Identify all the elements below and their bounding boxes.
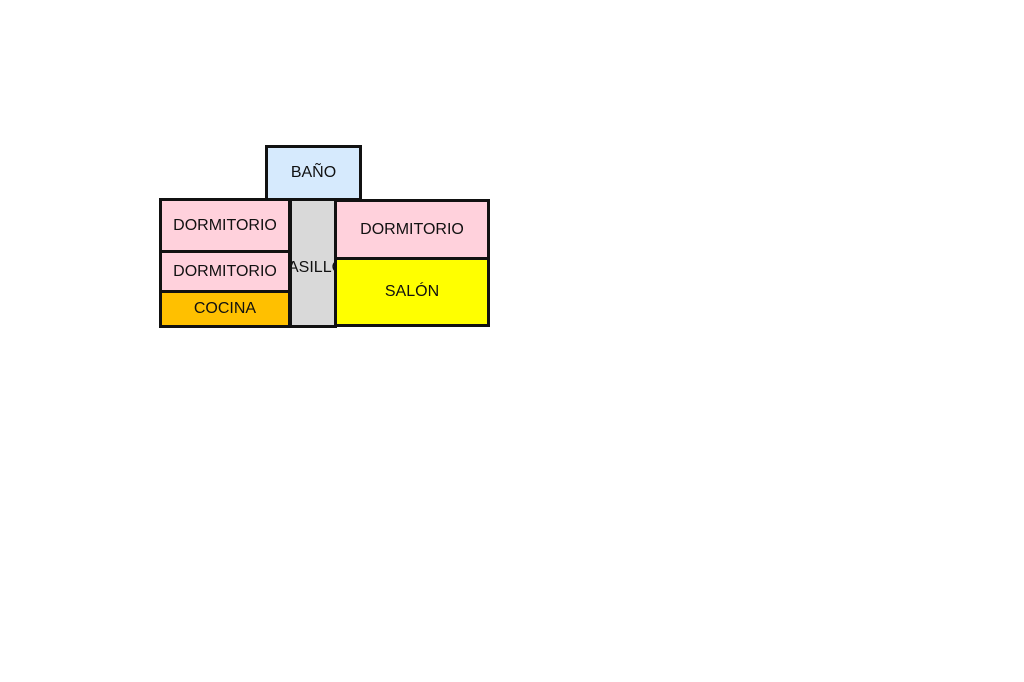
- room-bano: BAÑO: [265, 145, 362, 201]
- room-salon-label: SALÓN: [384, 283, 440, 300]
- room-dormitorio-3: DORMITORIO: [334, 199, 490, 260]
- room-cocina: COCINA: [159, 290, 291, 328]
- room-dormitorio-2-label: DORMITORIO: [173, 262, 277, 280]
- room-bano-label: BAÑO: [290, 164, 337, 181]
- room-dormitorio-1-label: DORMITORIO: [173, 216, 277, 234]
- room-salon: SALÓN: [334, 257, 490, 327]
- room-pasillo: ASILLO: [288, 198, 344, 328]
- room-dormitorio-2: DORMITORIO: [159, 250, 291, 293]
- room-pasillo-label: ASILLO: [288, 259, 345, 276]
- room-cocina-label: COCINA: [193, 300, 257, 317]
- room-dormitorio-3-label: DORMITORIO: [360, 220, 464, 238]
- room-dormitorio-1: DORMITORIO: [159, 198, 291, 253]
